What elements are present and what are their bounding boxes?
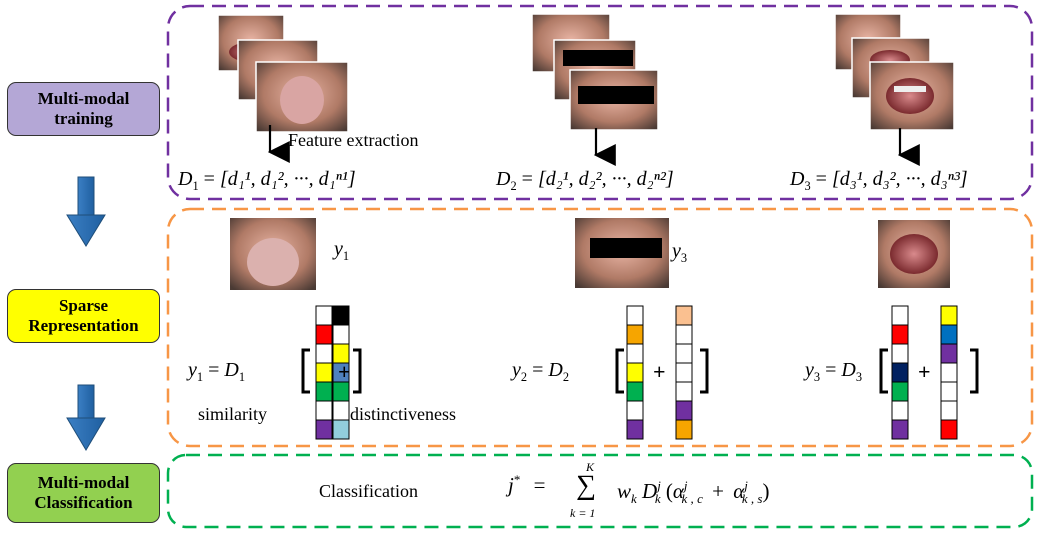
bracket-left-2 — [615, 348, 624, 394]
sparse-equation-1: y1 = D1 — [188, 359, 246, 384]
distinctiveness-label: distinctiveness — [350, 404, 456, 424]
classification-terms: wk Djk (αjk , c + αjk , s) — [617, 478, 770, 507]
feature-extraction-label: Feature extraction — [288, 130, 419, 150]
vector-6-cell-3 — [940, 343, 958, 364]
dictionary-d3: D3 = [d₃¹, d₃², ···, d₃ⁿ³] — [790, 168, 968, 193]
vector-4-cell-3 — [675, 343, 693, 364]
classification-formula: j* = — [508, 472, 546, 497]
vector-5-cell-3 — [891, 343, 909, 364]
sparse-equation-3: y3 = D3 — [805, 359, 863, 384]
bracket-right-3 — [970, 348, 979, 394]
sparse-section-box — [166, 207, 1034, 448]
plus-sign-1: + — [338, 359, 351, 384]
vector-6-cell-6 — [940, 400, 958, 421]
face-sample-image — [575, 218, 669, 288]
vector-5-cell-6 — [891, 400, 909, 421]
tongue-sample-image — [230, 218, 316, 290]
vector-4-cell-7 — [675, 419, 693, 440]
tongue-image-stack — [217, 14, 349, 133]
training-section-box — [166, 4, 1034, 201]
vector-1-cell-5 — [315, 381, 333, 402]
vector-3-cell-4 — [626, 362, 644, 383]
vector-3-cell-6 — [626, 400, 644, 421]
vector-4-cell-2 — [675, 324, 693, 345]
sum-lower: k = 1 — [570, 506, 596, 520]
vector-3-cell-1 — [626, 305, 644, 326]
sample-label-y3: y3 — [672, 240, 688, 265]
vector-1-cell-1 — [315, 305, 333, 326]
vector-1-cell-6 — [315, 400, 333, 421]
vector-6-cell-2 — [940, 324, 958, 345]
vector-5-cell-1 — [891, 305, 909, 326]
dictionary-d2: D2 = [d₂¹, d₂², ···, d₂ⁿ²] — [496, 168, 674, 193]
vector-5-cell-7 — [891, 419, 909, 440]
classification-section-box — [166, 453, 1034, 529]
mouth-image-stack — [834, 13, 955, 131]
mouth-sample-image — [878, 220, 950, 288]
face-image-stack — [531, 13, 659, 131]
vector-4-cell-4 — [675, 362, 693, 383]
vector-2-cell-6 — [332, 400, 350, 421]
vector-5-cell-2 — [891, 324, 909, 345]
flow-arrow-2 — [66, 384, 106, 451]
sample-label-y1: y1 — [334, 238, 350, 263]
plus-sign-3: + — [918, 359, 931, 384]
bracket-left-1 — [301, 348, 310, 394]
vector-6-cell-5 — [940, 381, 958, 402]
vector-5-cell-4 — [891, 362, 909, 383]
vector-2-cell-1 — [332, 305, 350, 326]
vector-4-cell-1 — [675, 305, 693, 326]
vector-1-cell-2 — [315, 324, 333, 345]
vector-1-cell-4 — [315, 362, 333, 383]
vector-6-cell-4 — [940, 362, 958, 383]
bracket-right-2 — [700, 348, 709, 394]
vector-1-cell-3 — [315, 343, 333, 364]
bracket-right-1 — [353, 348, 362, 394]
similarity-label: similarity — [198, 404, 267, 424]
vector-3-cell-2 — [626, 324, 644, 345]
sparse-equation-2: y2 = D2 — [512, 359, 570, 384]
vector-3-cell-7 — [626, 419, 644, 440]
vector-2-cell-7 — [332, 419, 350, 440]
vector-1-cell-7 — [315, 419, 333, 440]
vector-2-cell-2 — [332, 324, 350, 345]
vector-6-cell-1 — [940, 305, 958, 326]
plus-sign-2: + — [653, 359, 666, 384]
vector-6-cell-7 — [940, 419, 958, 440]
bracket-left-3 — [879, 348, 888, 394]
vector-3-cell-5 — [626, 381, 644, 402]
coefficient-vectors — [315, 305, 958, 440]
vector-4-cell-5 — [675, 381, 693, 402]
vector-3-cell-3 — [626, 343, 644, 364]
classification-label: Classification — [319, 481, 418, 501]
sum-symbol: ∑ — [576, 470, 596, 501]
vector-5-cell-5 — [891, 381, 909, 402]
dictionary-d1: D1 = [d₁¹, d₁², ···, d₁ⁿ¹] — [178, 168, 356, 193]
sum-upper: K — [586, 460, 595, 474]
vector-4-cell-6 — [675, 400, 693, 421]
flow-arrow-1 — [66, 176, 106, 247]
